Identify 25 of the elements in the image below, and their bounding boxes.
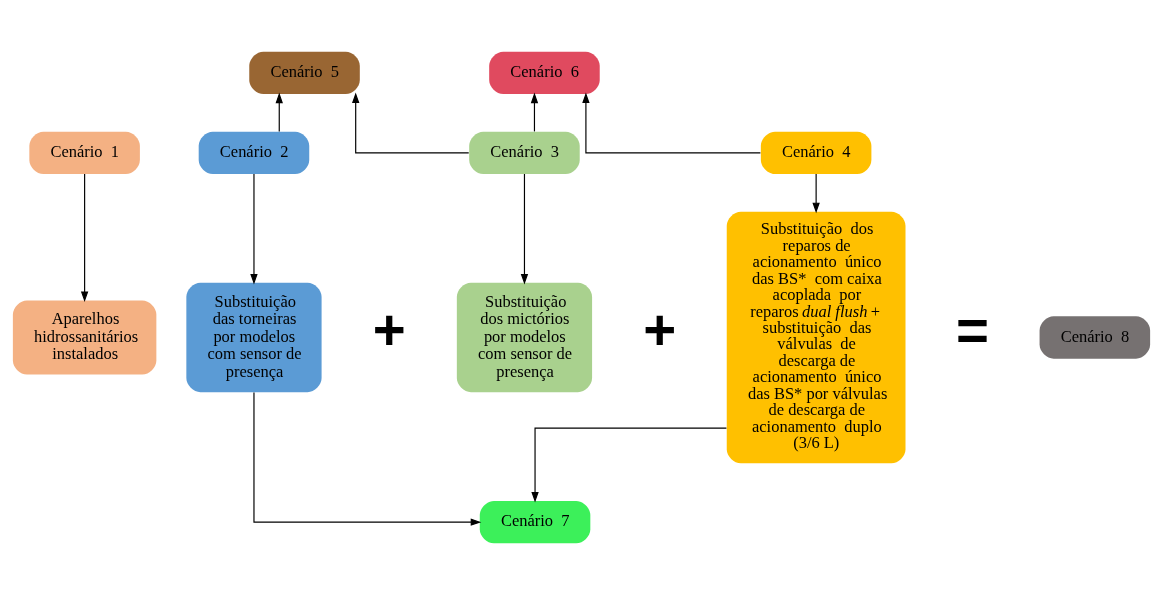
arrow xyxy=(352,92,470,153)
node-box: Cenário 1 xyxy=(29,131,140,174)
node-box: Substituição dos reparos de acionamento único das BS* com caixa acoplada por reparos dual flush + substituição das válvulas de descarga de acionamento único das BS* por válvulas de descarga de acionamento duplo (3/6 L) xyxy=(726,211,906,463)
node-box: Cenário 3 xyxy=(469,131,580,174)
arrow xyxy=(531,426,727,503)
arrow xyxy=(530,92,539,132)
node-box: Substituição dos mictórios por modelos com sensor de presença xyxy=(456,282,593,392)
node-box: Cenário 8 xyxy=(1039,315,1151,359)
node-box: Cenário 2 xyxy=(198,131,310,174)
node-box: Aparelhos hidrossanitários instalados xyxy=(12,299,157,375)
node-box: Cenário 4 xyxy=(760,131,872,174)
arrow xyxy=(253,391,482,526)
label: = xyxy=(956,298,990,362)
arrow xyxy=(80,172,89,302)
label: + xyxy=(643,298,677,362)
label: + xyxy=(372,298,406,362)
arrow xyxy=(250,172,258,285)
arrow xyxy=(275,92,283,132)
node-box: Substituição das torneiras por modelos com sensor de presença xyxy=(186,282,322,392)
node-box: Cenário 7 xyxy=(479,500,591,543)
arrow xyxy=(812,172,820,213)
node-box: Cenário 6 xyxy=(489,51,600,94)
arrow xyxy=(520,172,529,285)
node-box: Cenário 5 xyxy=(249,51,360,94)
arrow xyxy=(582,92,761,153)
